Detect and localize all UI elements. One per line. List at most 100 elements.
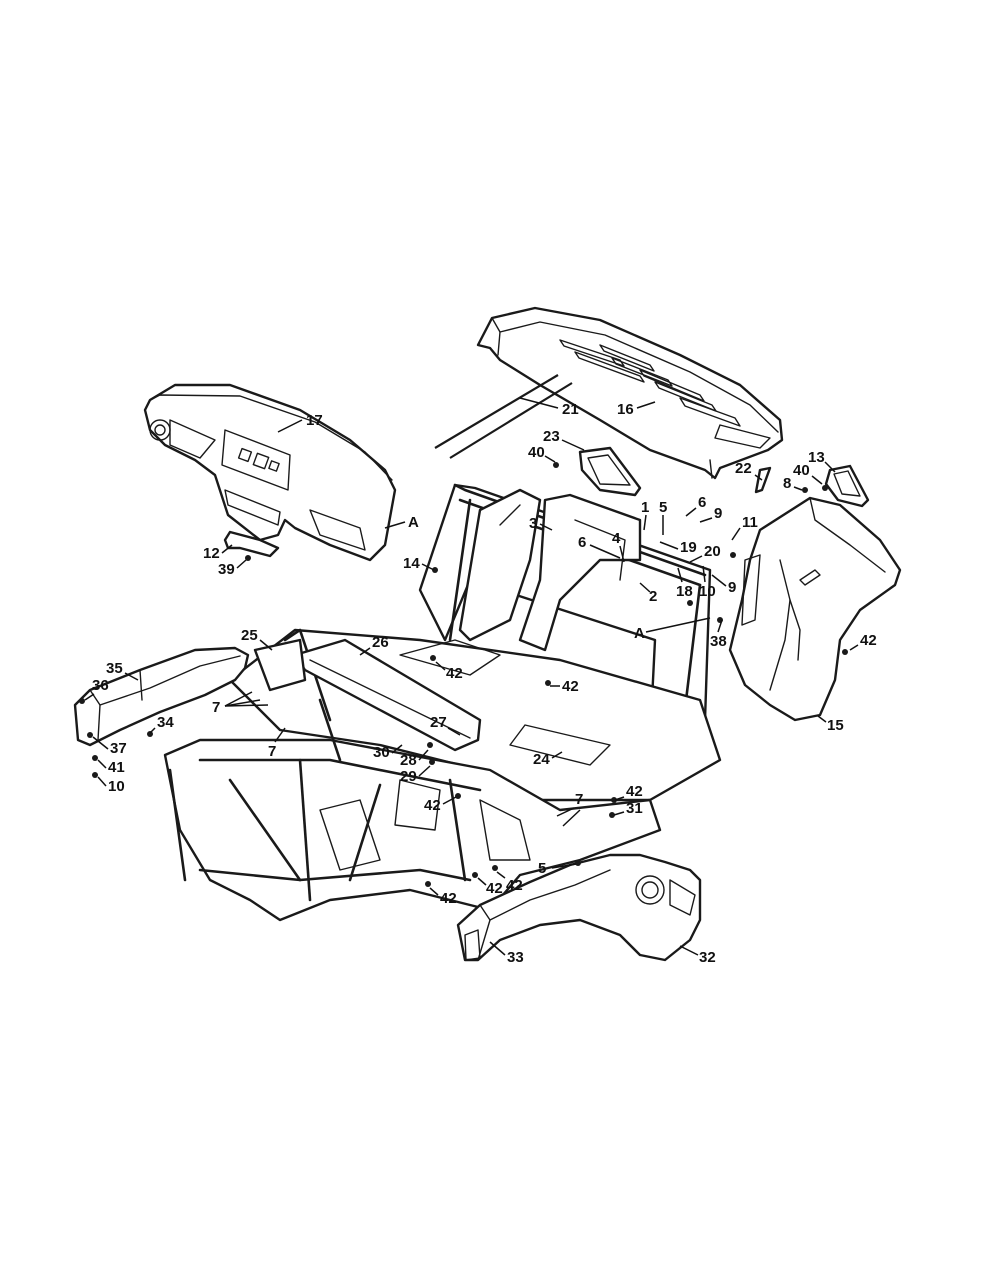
svg-text:38: 38 bbox=[710, 633, 727, 650]
callout-36: 36 bbox=[84, 677, 109, 701]
mirror-right bbox=[824, 464, 870, 508]
svg-text:40: 40 bbox=[528, 444, 545, 461]
callout-42g: 42 bbox=[496, 871, 523, 894]
cover-plate-26 bbox=[293, 638, 482, 752]
callout-40b: 40 bbox=[793, 462, 823, 485]
callout-2: 2 bbox=[639, 582, 657, 605]
callout-42e: 42 bbox=[614, 783, 643, 801]
callout-13: 13 bbox=[808, 449, 836, 473]
svg-text:7: 7 bbox=[212, 699, 220, 716]
svg-text:18: 18 bbox=[676, 583, 693, 600]
dashboard-panel bbox=[143, 383, 397, 562]
svg-text:27: 27 bbox=[430, 714, 447, 731]
svg-text:31: 31 bbox=[626, 800, 643, 817]
callout-26: 26 bbox=[359, 634, 389, 656]
svg-text:13: 13 bbox=[808, 449, 825, 466]
rod-pair bbox=[434, 374, 573, 459]
callout-8: 8 bbox=[783, 475, 803, 492]
svg-text:A: A bbox=[408, 514, 419, 531]
callout-31: 31 bbox=[613, 800, 643, 817]
svg-text:2: 2 bbox=[649, 588, 657, 605]
svg-text:19: 19 bbox=[680, 539, 697, 556]
callout-18: 18 bbox=[676, 567, 693, 600]
callout-9a: 9 bbox=[699, 505, 722, 523]
front-bumper bbox=[73, 646, 250, 747]
callout-42d: 42 bbox=[424, 796, 457, 814]
callout-42c: 42 bbox=[550, 678, 579, 695]
callout-32: 32 bbox=[679, 945, 716, 966]
callout-42f: 42 bbox=[477, 877, 503, 897]
callout-A1: A bbox=[384, 514, 419, 531]
roof-vents bbox=[559, 339, 771, 449]
svg-text:23: 23 bbox=[543, 428, 560, 445]
callout-4: 4 bbox=[612, 530, 625, 563]
svg-text:15: 15 bbox=[827, 717, 844, 734]
svg-text:25: 25 bbox=[241, 627, 258, 644]
callout-15: 15 bbox=[817, 715, 844, 734]
plate-25 bbox=[253, 638, 307, 692]
svg-text:14: 14 bbox=[403, 555, 420, 572]
svg-text:37: 37 bbox=[110, 740, 127, 757]
svg-text:A: A bbox=[634, 625, 645, 642]
mirror-left bbox=[578, 446, 642, 497]
svg-text:16: 16 bbox=[617, 401, 634, 418]
callout-38: 38 bbox=[710, 619, 727, 650]
svg-text:22: 22 bbox=[735, 460, 752, 477]
svg-text:3: 3 bbox=[529, 515, 537, 532]
callout-11: 11 bbox=[731, 514, 758, 541]
svg-text:1: 1 bbox=[641, 499, 649, 516]
callout-12: 12 bbox=[203, 544, 233, 562]
callout-9b: 9 bbox=[711, 574, 736, 596]
callout-24: 24 bbox=[533, 751, 563, 768]
svg-text:26: 26 bbox=[372, 634, 389, 651]
callout-25: 25 bbox=[241, 627, 273, 651]
callout-16: 16 bbox=[617, 401, 656, 418]
callout-5b: 5 bbox=[538, 860, 577, 877]
callout-22: 22 bbox=[735, 460, 763, 481]
callout-6b: 6 bbox=[578, 534, 621, 559]
rear-fender-panel bbox=[728, 496, 902, 722]
svg-text:7: 7 bbox=[268, 743, 276, 760]
svg-text:34: 34 bbox=[157, 714, 174, 731]
callout-34: 34 bbox=[149, 714, 174, 734]
callout-17: 17 bbox=[277, 412, 323, 433]
callout-10b: 10 bbox=[97, 776, 125, 795]
svg-text:29: 29 bbox=[400, 768, 417, 785]
callout-7b: 7 bbox=[268, 727, 286, 760]
callout-14: 14 bbox=[403, 555, 435, 572]
svg-text:36: 36 bbox=[92, 677, 109, 694]
svg-text:42: 42 bbox=[486, 880, 503, 897]
svg-text:30: 30 bbox=[373, 744, 390, 761]
svg-text:42: 42 bbox=[440, 890, 457, 907]
callout-5a: 5 bbox=[659, 499, 667, 535]
callout-42a: 42 bbox=[849, 632, 877, 651]
svg-text:42: 42 bbox=[626, 783, 643, 800]
callout-3: 3 bbox=[529, 515, 553, 532]
svg-text:24: 24 bbox=[533, 751, 550, 768]
svg-text:11: 11 bbox=[742, 514, 758, 531]
callout-28: 28 bbox=[400, 749, 429, 769]
svg-text:5: 5 bbox=[659, 499, 667, 516]
callout-42b: 42 bbox=[435, 661, 463, 682]
svg-text:28: 28 bbox=[400, 752, 417, 769]
callout-33: 33 bbox=[489, 941, 524, 966]
svg-text:42: 42 bbox=[446, 665, 463, 682]
svg-text:12: 12 bbox=[203, 545, 220, 562]
svg-text:9: 9 bbox=[728, 579, 736, 596]
callout-1: 1 bbox=[641, 499, 649, 531]
callout-40a: 40 bbox=[528, 444, 556, 463]
callouts: 17 2 1 16 23 40 22 13 40 8 A 12 39 14 3 1… bbox=[84, 397, 877, 966]
svg-text:41: 41 bbox=[108, 759, 125, 776]
svg-text:9: 9 bbox=[714, 505, 722, 522]
callout-39: 39 bbox=[218, 559, 247, 578]
dash-trim-piece bbox=[223, 530, 280, 558]
callout-30: 30 bbox=[373, 744, 403, 761]
svg-text:42: 42 bbox=[424, 797, 441, 814]
callout-A2: A bbox=[634, 617, 711, 642]
callout-7c: 7 bbox=[556, 791, 583, 827]
callout-20: 20 bbox=[689, 543, 721, 563]
callout-42h: 42 bbox=[429, 887, 457, 907]
svg-text:35: 35 bbox=[106, 660, 123, 677]
svg-text:6: 6 bbox=[578, 534, 586, 551]
